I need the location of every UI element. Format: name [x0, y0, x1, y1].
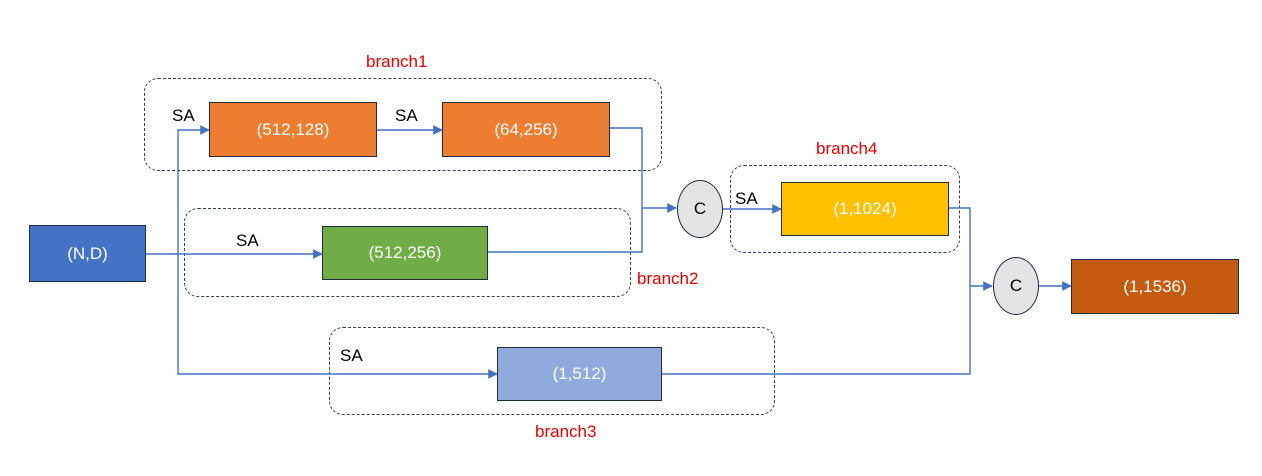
- output-node: (1,1536): [1071, 259, 1239, 314]
- branch2-node: (512,256): [322, 226, 488, 280]
- branch1-label: branch1: [366, 52, 428, 71]
- concat-node-2: C: [993, 257, 1039, 315]
- edge-b4-to-concat2: [949, 207, 993, 291]
- branch3-group: [329, 327, 775, 415]
- concat-node-1: C: [677, 180, 723, 238]
- branch4-label: branch4: [816, 139, 878, 158]
- sa-label-b3: SA: [340, 346, 363, 365]
- branch4-node: (1,1024): [781, 182, 949, 236]
- sa-label-b4: SA: [735, 189, 758, 208]
- input-node: (N,D): [29, 225, 146, 282]
- edge-b2-to-concat1: [488, 208, 643, 253]
- branch1-group: [144, 78, 662, 171]
- sa-label-b2: SA: [236, 231, 259, 250]
- edge-input-to-b3: [177, 254, 498, 379]
- branch2-label: branch2: [637, 269, 699, 288]
- sa-label-b1-in: SA: [172, 106, 195, 125]
- branch1-node-2: (64,256): [442, 102, 610, 157]
- branch1-node-1: (512,128): [209, 102, 377, 157]
- sa-label-b1-mid: SA: [395, 106, 418, 125]
- edge-input-to-b1: [177, 125, 210, 254]
- branch3-node: (1,512): [497, 347, 662, 401]
- branch3-label: branch3: [535, 422, 597, 441]
- edge-b3-to-concat2: [662, 286, 971, 375]
- edge-b1-2-to-concat1: [610, 127, 677, 213]
